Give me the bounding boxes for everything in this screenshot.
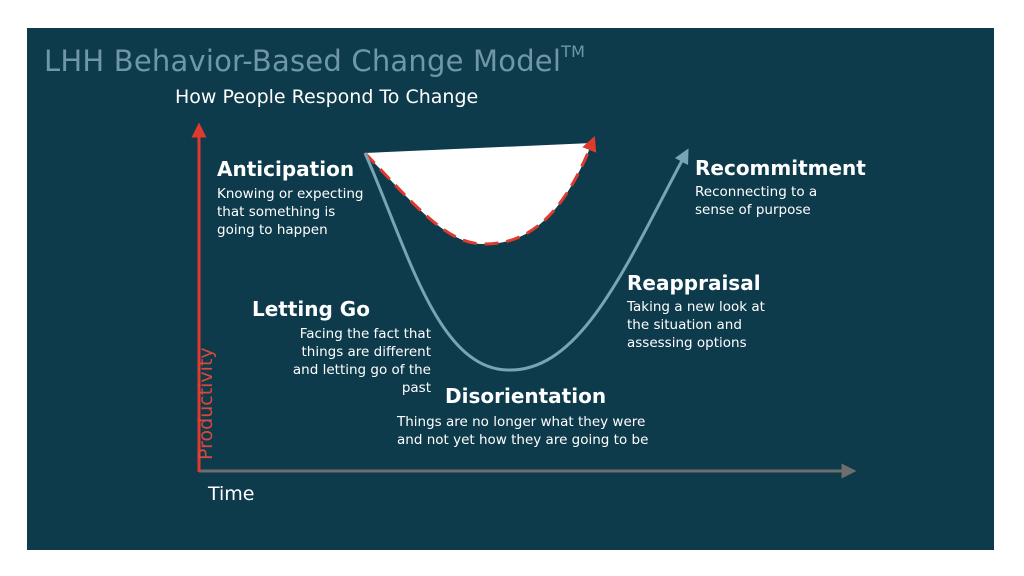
dashed-red-arrow-curve bbox=[363, 136, 597, 246]
stage-reappraisal-title: Reappraisal bbox=[627, 271, 761, 295]
y-axis-label: Productivity bbox=[195, 347, 217, 460]
desc-line: that something is bbox=[217, 204, 336, 220]
slide-canvas: LHH Behavior-Based Change ModelTM How Pe… bbox=[27, 28, 994, 550]
stage-anticipation-desc: Knowing or expecting that something is g… bbox=[217, 185, 387, 239]
desc-line: going to happen bbox=[217, 222, 328, 238]
desc-line: Facing the fact that bbox=[299, 326, 431, 342]
desc-line: past bbox=[401, 380, 431, 396]
change-curve-line bbox=[363, 148, 689, 372]
desc-line: and letting go of the bbox=[292, 362, 431, 378]
stage-recommitment-title: Recommitment bbox=[695, 156, 866, 180]
stage-disorientation-desc: Things are no longer what they were and … bbox=[397, 413, 687, 449]
desc-line: and not yet how they are going to be bbox=[397, 432, 649, 448]
diagram-title: LHH Behavior-Based Change ModelTM bbox=[44, 42, 585, 78]
stage-letting-go-title: Letting Go bbox=[252, 297, 370, 321]
diagram-subtitle: How People Respond To Change bbox=[175, 86, 479, 108]
desc-line: Things are no longer what they were bbox=[397, 414, 646, 430]
stage-anticipation-title: Anticipation bbox=[217, 157, 355, 181]
desc-line: Knowing or expecting bbox=[217, 186, 364, 202]
trademark-mark: TM bbox=[561, 42, 586, 61]
x-axis-label: Time bbox=[208, 483, 255, 505]
title-text: LHH Behavior-Based Change Model bbox=[44, 44, 562, 78]
desc-line: things are different bbox=[301, 344, 431, 360]
stage-letting-go-desc: Facing the fact that things are differen… bbox=[259, 325, 431, 397]
desc-line: the situation and bbox=[627, 317, 742, 333]
desc-line: Reconnecting to a bbox=[695, 184, 818, 200]
desc-line: sense of purpose bbox=[695, 202, 811, 218]
desc-line: Taking a new look at bbox=[627, 299, 765, 315]
change-curve-graphic bbox=[191, 122, 857, 479]
stage-recommitment-desc: Reconnecting to a sense of purpose bbox=[695, 183, 865, 219]
anticipation-dip-shape bbox=[365, 143, 592, 245]
desc-line: assessing options bbox=[627, 335, 747, 351]
stage-disorientation-title: Disorientation bbox=[445, 384, 607, 408]
stage-reappraisal-desc: Taking a new look at the situation and a… bbox=[627, 298, 797, 352]
